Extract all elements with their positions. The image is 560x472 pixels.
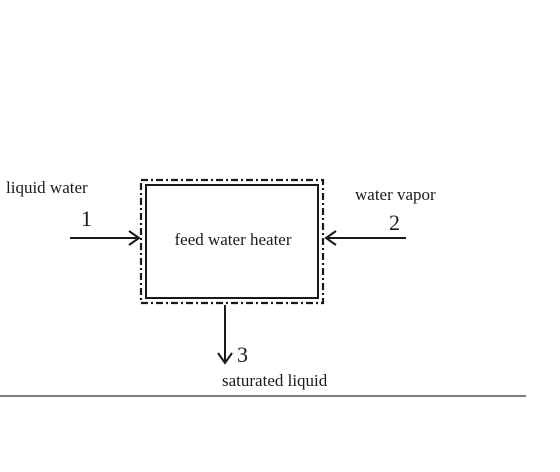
- stream-1-label: liquid water: [6, 178, 88, 197]
- stream-2-arrow: [324, 230, 406, 246]
- heater-box: [145, 184, 319, 299]
- control-volume-boundary: [139, 178, 325, 305]
- stream-3-number: 3: [237, 342, 248, 367]
- heater-label: feed water heater: [174, 230, 291, 249]
- stream-3-label: saturated liquid: [222, 371, 328, 390]
- stream-1-arrow: [70, 230, 141, 246]
- stream-1-number: 1: [81, 206, 92, 231]
- stream-2-number: 2: [389, 210, 400, 235]
- stream-3-arrow: [217, 305, 233, 365]
- stream-2-label: water vapor: [355, 185, 436, 204]
